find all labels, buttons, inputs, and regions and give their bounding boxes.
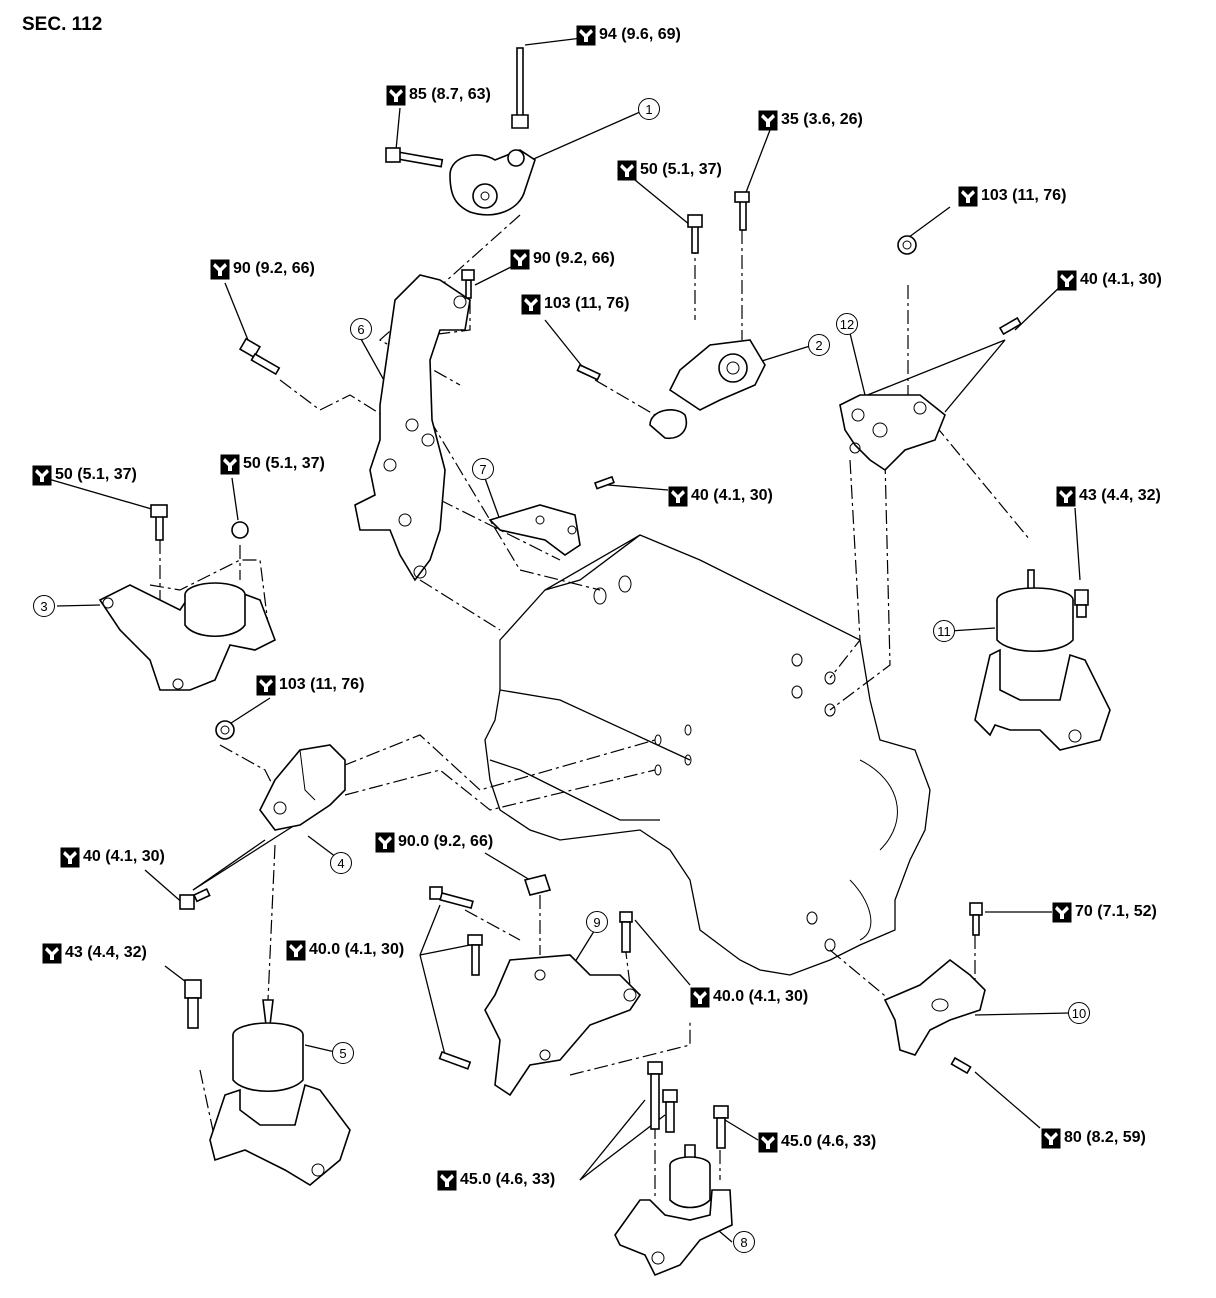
torque-wrench-icon [210, 259, 230, 279]
callout-10: 10 [1068, 1002, 1090, 1024]
torque-label-45-left: 45.0 (4.6, 33) [437, 1168, 555, 1192]
section-number: SEC. 112 [22, 14, 103, 35]
callout-6: 6 [350, 318, 372, 340]
torque-wrench-icon [42, 943, 62, 963]
part-5-mount [184, 979, 351, 1186]
torque-label-35: 35 (3.6, 26) [758, 108, 863, 132]
part-1-upper-mount [385, 47, 536, 216]
torque-label-40-0-left: 40.0 (4.1, 30) [286, 938, 404, 962]
torque-wrench-icon [958, 186, 978, 206]
torque-label-90-0: 90.0 (9.2, 66) [375, 830, 493, 854]
torque-label-70: 70 (7.1, 52) [1052, 900, 1157, 924]
part-11-mount [974, 569, 1111, 751]
callout-1: 1 [638, 98, 660, 120]
torque-wrench-icon [1056, 486, 1076, 506]
part-10-bracket [883, 902, 986, 1075]
torque-label-94: 94 (9.6, 69) [576, 23, 681, 47]
torque-wrench-icon [1041, 1128, 1061, 1148]
part-8-mount [614, 1061, 733, 1277]
torque-wrench-icon [32, 465, 52, 485]
torque-label-40-right: 40 (4.1, 30) [1057, 268, 1162, 292]
torque-label-50-mid: 50 (5.1, 37) [220, 452, 325, 476]
torque-wrench-icon [510, 249, 530, 269]
part-3-mount [98, 504, 277, 691]
callout-12: 12 [836, 313, 858, 335]
callout-2: 2 [808, 334, 830, 356]
torque-label-103-right: 103 (11, 76) [958, 184, 1066, 208]
torque-label-50-top: 50 (5.1, 37) [617, 158, 722, 182]
torque-label-50-left: 50 (5.1, 37) [32, 463, 137, 487]
torque-wrench-icon [758, 110, 778, 130]
torque-label-40-center: 40 (4.1, 30) [668, 484, 773, 508]
leader-lines [44, 36, 1081, 1243]
torque-wrench-icon [576, 25, 596, 45]
torque-label-43-right: 43 (4.4, 32) [1056, 484, 1161, 508]
torque-label-103-center: 103 (11, 76) [521, 292, 629, 316]
bolt-90-left [238, 337, 281, 376]
callout-7: 7 [472, 458, 494, 480]
torque-label-45-right: 45.0 (4.6, 33) [758, 1130, 876, 1154]
callout-3: 3 [33, 595, 55, 617]
torque-wrench-icon [60, 847, 80, 867]
part-6-bracket [354, 269, 475, 582]
torque-wrench-icon [220, 454, 240, 474]
torque-label-40-left: 40 (4.1, 30) [60, 845, 165, 869]
torque-label-80: 80 (8.2, 59) [1041, 1126, 1146, 1150]
part-2-mount [576, 191, 766, 440]
callout-5: 5 [332, 1042, 354, 1064]
part-7-bracket [488, 475, 615, 556]
torque-wrench-icon [521, 294, 541, 314]
torque-wrench-icon [256, 675, 276, 695]
torque-wrench-icon [758, 1132, 778, 1152]
torque-label-40-0-right: 40.0 (4.1, 30) [690, 985, 808, 1009]
torque-wrench-icon [375, 832, 395, 852]
part-12-bracket [839, 235, 1022, 472]
part-9-mount [429, 874, 642, 1097]
torque-label-103-left: 103 (11, 76) [256, 673, 364, 697]
torque-wrench-icon [286, 940, 306, 960]
torque-wrench-icon [690, 987, 710, 1007]
torque-wrench-icon [617, 160, 637, 180]
callout-4: 4 [330, 852, 352, 874]
part-4-bracket [179, 720, 346, 910]
torque-wrench-icon [668, 486, 688, 506]
engine-block [484, 534, 931, 976]
torque-wrench-icon [1052, 902, 1072, 922]
torque-wrench-icon [437, 1170, 457, 1190]
torque-label-90-left: 90 (9.2, 66) [210, 257, 315, 281]
torque-wrench-icon [1057, 270, 1077, 290]
callout-8: 8 [733, 1231, 755, 1253]
torque-label-43-left: 43 (4.4, 32) [42, 941, 147, 965]
torque-wrench-icon [386, 85, 406, 105]
assembly-lines [149, 214, 1031, 1200]
torque-label-85: 85 (8.7, 63) [386, 83, 491, 107]
callout-11: 11 [933, 620, 955, 642]
callout-9: 9 [586, 911, 608, 933]
torque-label-90-center: 90 (9.2, 66) [510, 247, 615, 271]
